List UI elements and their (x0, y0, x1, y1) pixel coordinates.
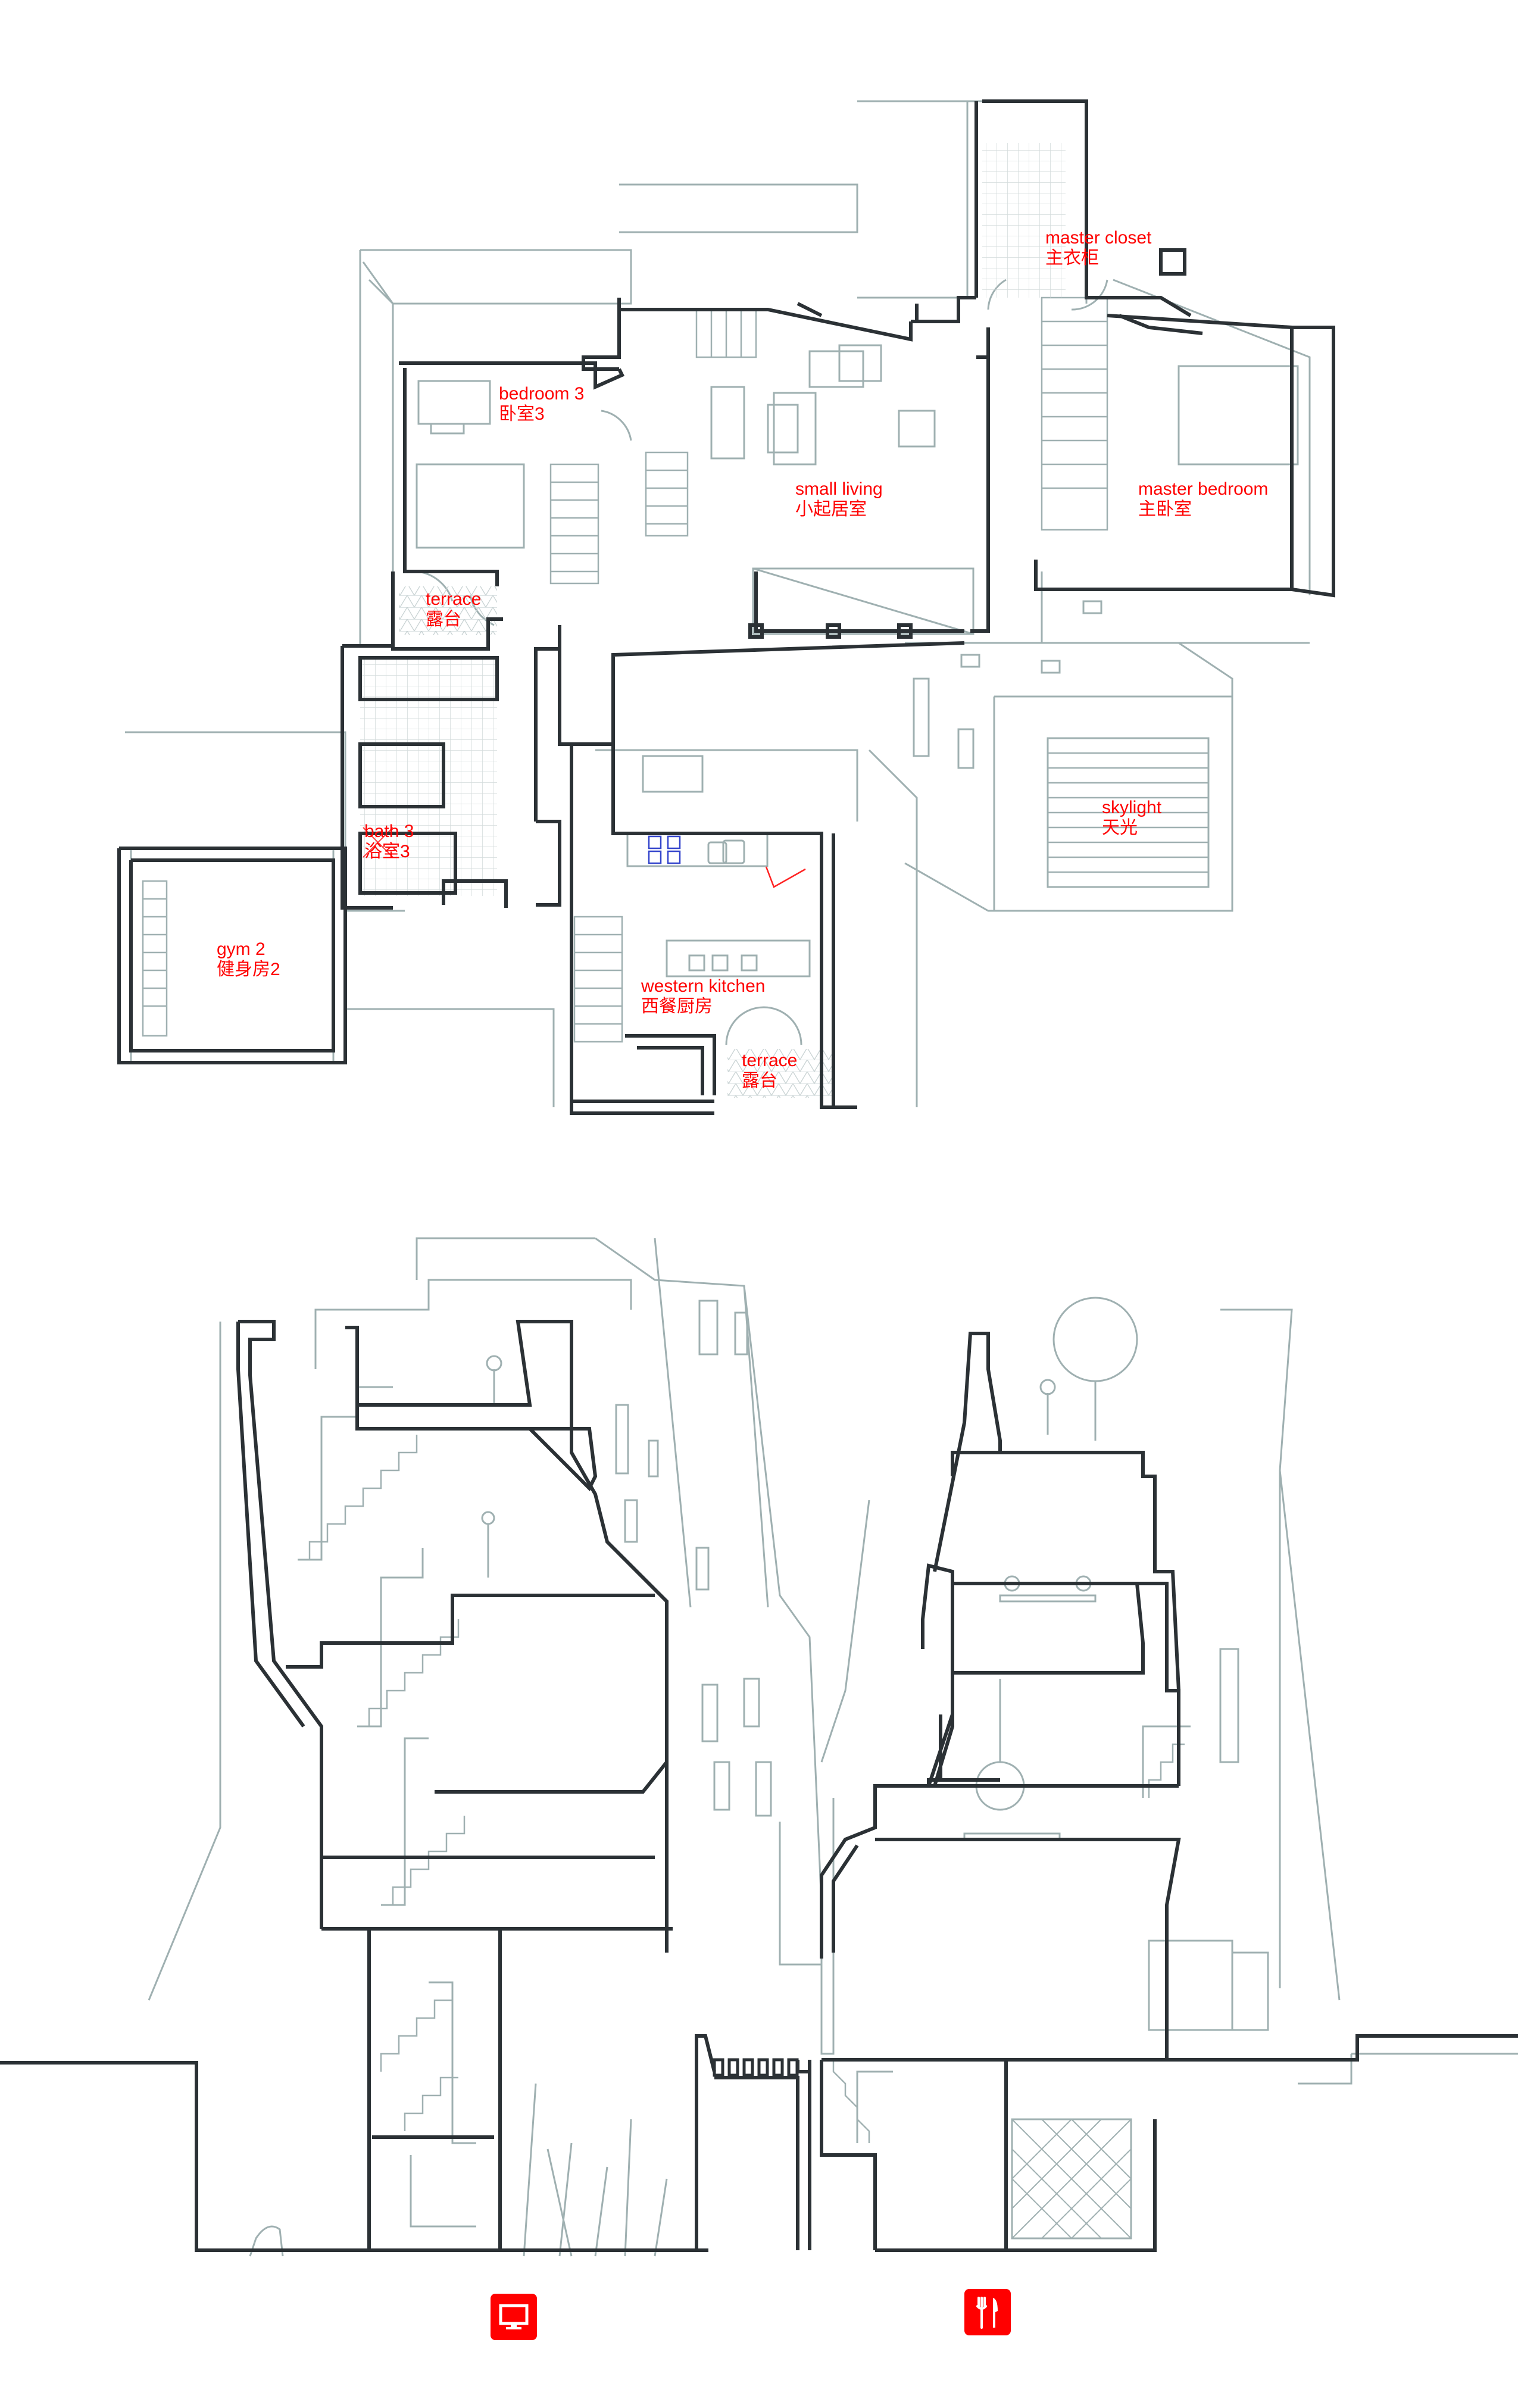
room-label-en: skylight (1102, 798, 1162, 817)
room-label-zh: 西餐厨房 (641, 997, 713, 1016)
room-label-zh: 小起居室 (795, 499, 867, 519)
room-label-terrace-lower: terrace 露台 (742, 1051, 797, 1091)
room-label-western-kitchen: western kitchen 西餐厨房 (641, 976, 765, 1017)
room-label-en: master bedroom (1138, 479, 1269, 499)
room-label-en: bath 3 (364, 822, 414, 841)
room-label-master-bedroom: master bedroom 主卧室 (1138, 479, 1268, 520)
room-label-en: bedroom 3 (499, 384, 585, 404)
room-label-small-living: small living 小起居室 (795, 479, 883, 520)
room-label-gym-2: gym 2 健身房2 (217, 939, 280, 980)
section-context (0, 1237, 1518, 2257)
room-label-terrace-upper: terrace 露台 (426, 589, 481, 630)
section-walls (0, 1320, 1518, 2252)
room-label-bedroom-3: bedroom 3 卧室3 (499, 384, 584, 424)
room-label-zh: 露台 (426, 610, 461, 629)
room-label-zh: 卧室3 (499, 404, 545, 424)
room-label-zh: 健身房2 (217, 960, 280, 979)
room-label-en: small living (795, 479, 883, 499)
room-label-en: terrace (742, 1051, 798, 1070)
room-label-zh: 天光 (1102, 818, 1138, 838)
fork-knife-icon (964, 2289, 1011, 2335)
room-label-en: western kitchen (641, 976, 766, 996)
room-label-en: terrace (426, 589, 482, 609)
room-label-master-closet: master closet 主衣柜 (1045, 228, 1151, 268)
room-label-zh: 主衣柜 (1045, 248, 1099, 268)
room-label-zh: 主卧室 (1138, 499, 1192, 519)
tv-monitor-icon (491, 2294, 537, 2340)
room-label-zh: 浴室3 (364, 842, 410, 861)
room-label-zh: 露台 (742, 1071, 777, 1091)
room-label-skylight: skylight 天光 (1102, 798, 1161, 838)
room-label-bath-3: bath 3 浴室3 (364, 822, 414, 862)
room-label-en: gym 2 (217, 939, 266, 959)
room-label-en: master closet (1045, 228, 1152, 248)
floor-plan-walls (117, 99, 1335, 1115)
